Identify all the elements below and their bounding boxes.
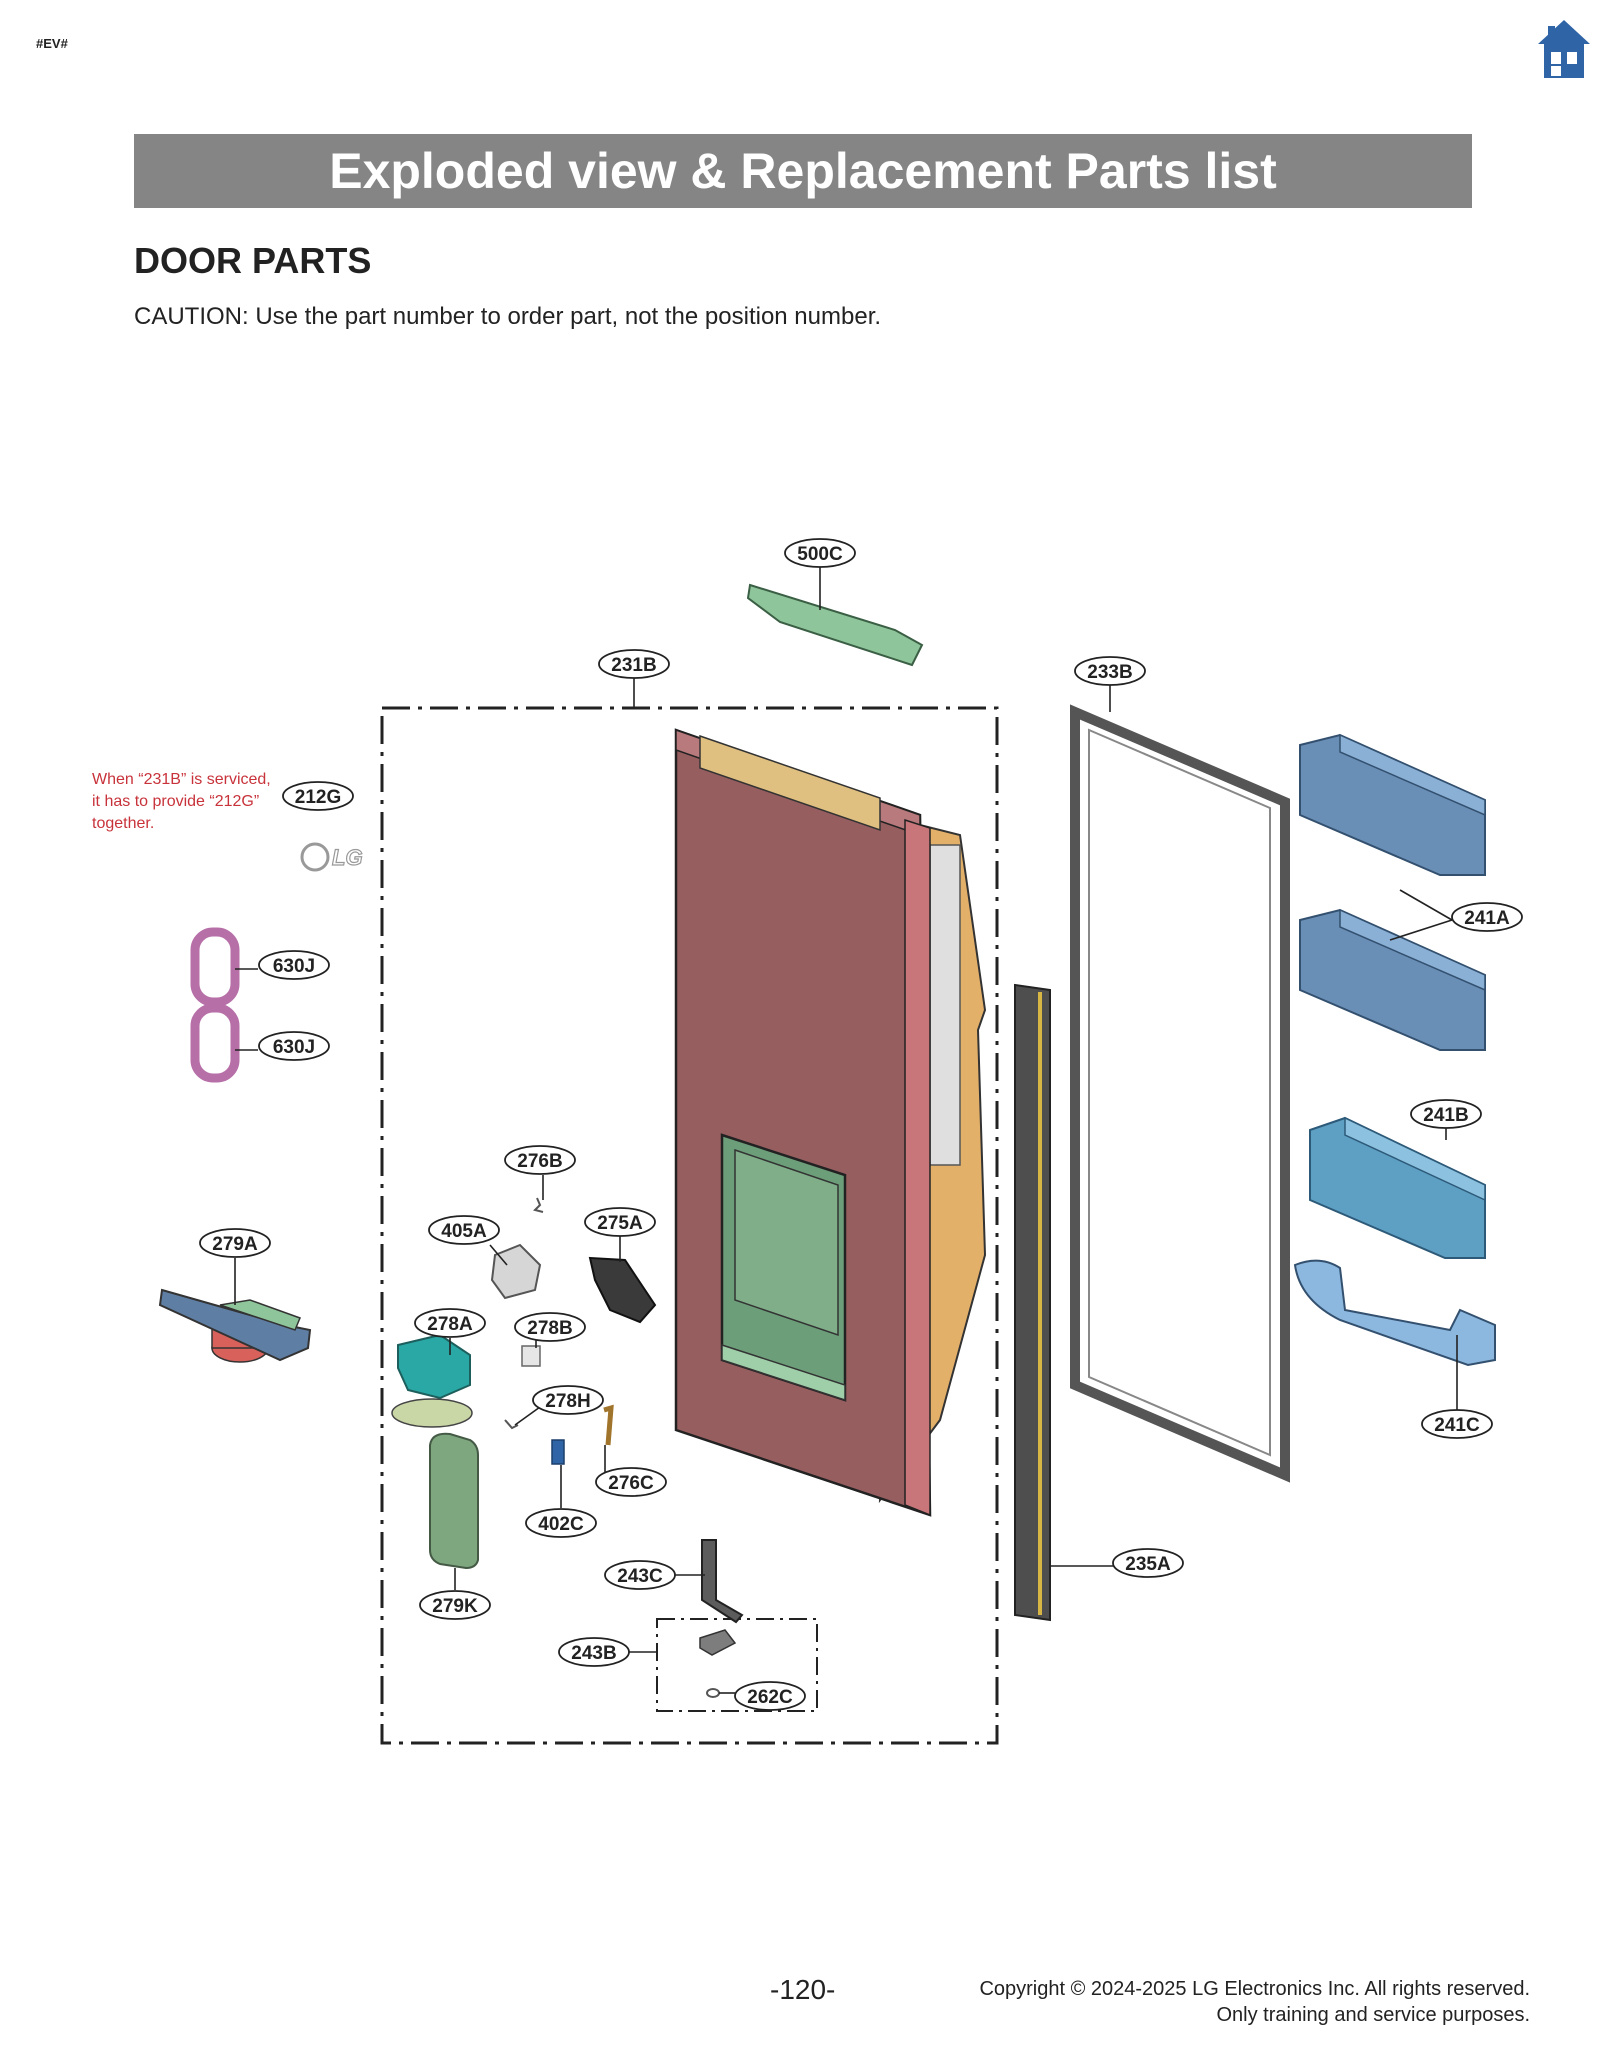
callout-278h: 278H <box>545 1391 590 1412</box>
service-note: When “231B” is serviced, it has to provi… <box>92 769 292 835</box>
part-241a-bin-upper <box>1299 733 1486 876</box>
callout-212g: 212G <box>295 787 341 808</box>
part-278a <box>391 1333 473 1428</box>
home-icon[interactable] <box>1536 18 1592 80</box>
callout-241b: 241B <box>1423 1105 1468 1126</box>
callout-279k: 279K <box>432 1596 478 1617</box>
part-241c-bin <box>1293 1259 1496 1367</box>
callout-275a: 275A <box>597 1213 643 1234</box>
door-main-top <box>699 734 881 832</box>
part-233b-gasket-inner <box>1088 728 1271 1457</box>
part-630j-ring-lower <box>190 1003 240 1083</box>
callout-276b: 276B <box>517 1151 562 1172</box>
lg-logo-text: LG <box>332 845 363 870</box>
door-main-edge <box>904 818 931 1517</box>
part-405a <box>490 1243 542 1300</box>
page-banner: Exploded view & Replacement Parts list <box>134 134 1472 208</box>
dispenser-tray <box>721 1343 846 1402</box>
callout-405a: 405A <box>441 1221 487 1242</box>
callout-630j-upper: 630J <box>273 956 315 977</box>
door-back-strip <box>929 844 961 1166</box>
callout-500c: 500C <box>797 544 843 565</box>
part-241a-bin-lower <box>1299 908 1486 1051</box>
callout-278a: 278A <box>427 1314 473 1335</box>
part-630j-ring-upper <box>190 927 240 1007</box>
section-title: DOOR PARTS <box>134 240 372 281</box>
leader-lines <box>234 565 1458 1694</box>
callout-ellipses <box>199 538 1523 1711</box>
callout-243b: 243B <box>571 1643 616 1664</box>
callout-labels: 500C 231B 233B 212G 630J 630J 241A 241B … <box>212 544 1510 1708</box>
copyright-line-1: Copyright © 2024-2025 LG Electronics Inc… <box>979 1978 1530 2000</box>
callout-630j-lower: 630J <box>273 1037 315 1058</box>
service-note-line-2: it has to provide “212G” <box>92 793 260 810</box>
callout-402c: 402C <box>538 1514 584 1535</box>
part-262c <box>706 1688 720 1698</box>
dispenser-inner <box>734 1148 839 1337</box>
callout-278b: 278B <box>527 1318 572 1339</box>
part-233b-gasket <box>1070 704 1290 1483</box>
page-number: -120- <box>770 1974 836 2005</box>
callout-241c: 241C <box>1434 1415 1480 1436</box>
copyright-line-2: Only training and service purposes. <box>1216 2004 1531 2026</box>
part-279k <box>429 1432 479 1570</box>
callout-276c: 276C <box>608 1473 654 1494</box>
part-243b <box>699 1629 737 1656</box>
callout-279a: 279A <box>212 1234 258 1255</box>
part-212g-lg-logo: LG <box>300 842 363 872</box>
service-note-line-1: When “231B” is serviced, <box>92 771 271 788</box>
copyright-notice: Copyright © 2024-2025 LG Electronics Inc… <box>979 1976 1530 2028</box>
exploded-view-diagram: LG <box>158 538 1523 1745</box>
document-tag: #EV# <box>36 36 68 51</box>
part-500c-cover <box>746 583 924 667</box>
part-279a-assembly <box>158 1288 312 1363</box>
caution-text: CAUTION: Use the part number to order pa… <box>134 303 882 330</box>
door-assembly-frame <box>380 706 999 1745</box>
callout-235a: 235A <box>1125 1554 1171 1575</box>
part-235a-strip <box>1014 983 1051 1622</box>
callout-231b: 231B <box>611 655 656 676</box>
part-276b <box>533 1197 544 1213</box>
part-276c <box>603 1404 614 1446</box>
part-278b <box>521 1345 541 1367</box>
service-note-line-3: together. <box>92 815 155 832</box>
part-241b-bin <box>1309 1116 1486 1259</box>
part-243c <box>701 1539 744 1624</box>
callout-262c: 262C <box>747 1687 793 1708</box>
callout-233b: 233B <box>1087 662 1132 683</box>
door-main-body <box>674 728 932 1517</box>
part-275a <box>588 1256 657 1324</box>
callout-243c: 243C <box>617 1566 663 1587</box>
part-278h <box>504 1419 519 1430</box>
callout-241a: 241A <box>1464 908 1510 929</box>
part-402c <box>551 1439 565 1465</box>
